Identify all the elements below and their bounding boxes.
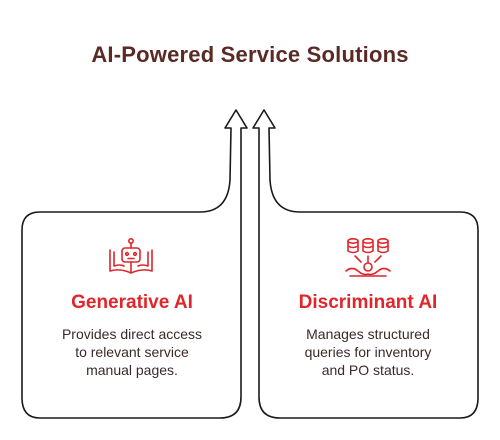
card-description-generative-ai: Provides direct access to relevant servi…: [12, 325, 252, 379]
card-heading-discriminant-ai: Discriminant AI: [298, 292, 438, 313]
card-description-discriminant-ai: Manages structured queries for inventory…: [248, 325, 488, 379]
description-line: to relevant service: [75, 344, 189, 360]
left-card-arrow-shape: [21, 109, 248, 419]
description-line: manual pages.: [86, 362, 178, 378]
description-line: queries for inventory: [304, 344, 432, 360]
database-network-icon: [345, 238, 391, 277]
description-line: Provides direct access: [61, 326, 203, 342]
description-line: Manages structured: [306, 326, 430, 342]
card-heading-generative-ai: Generative AI: [71, 292, 193, 313]
description-line: and PO status.: [321, 362, 415, 378]
robot-book-icon: [109, 238, 153, 274]
page-title: AI-Powered Service Solutions: [91, 42, 409, 67]
